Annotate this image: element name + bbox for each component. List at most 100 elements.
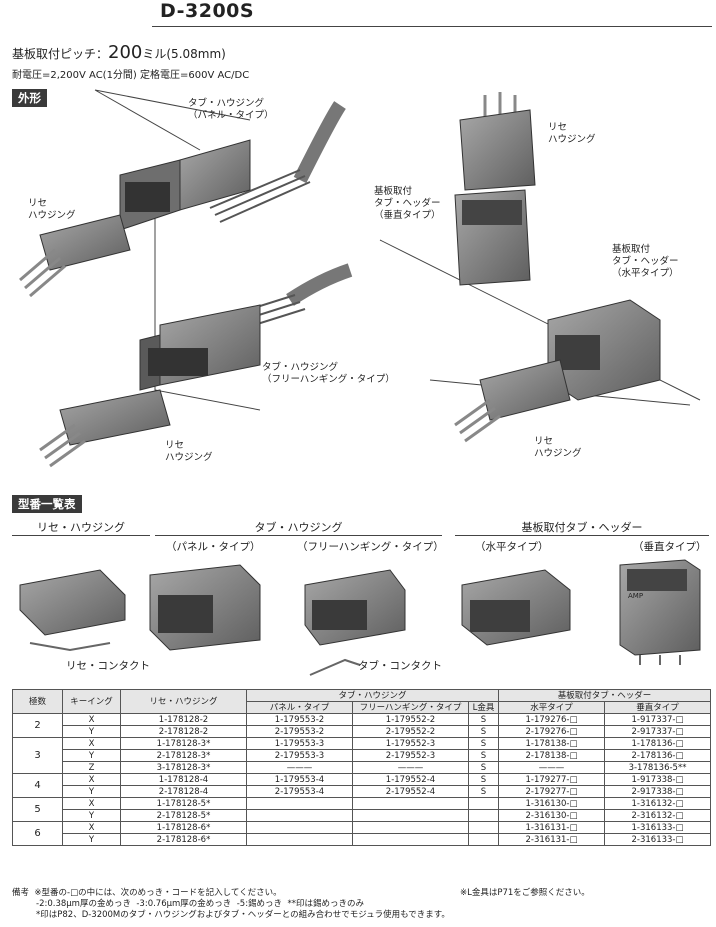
- pitch-value: 200: [108, 42, 143, 63]
- table-cell: 1-179553-4: [246, 773, 353, 786]
- table-cell: ———: [352, 761, 469, 774]
- table-cell: 1-179276-□: [498, 713, 606, 726]
- parts-illustration: [19, 559, 701, 676]
- pitch-prefix: 基板取付ピッチ：: [12, 47, 109, 61]
- receptacle-right-top: [459, 92, 536, 191]
- table-cell: 2-178128-6*: [120, 833, 247, 846]
- table-cell: 2-178138-□: [498, 749, 606, 762]
- cell-poles: 2: [12, 713, 63, 738]
- label-rec-bottom: リセ ハウジング: [165, 440, 213, 463]
- table-cell: Y: [62, 833, 121, 846]
- cell-poles: 6: [12, 821, 63, 846]
- table-cell: 3-178128-3*: [120, 761, 247, 774]
- table-cell: ———: [246, 761, 353, 774]
- parts-rec-housing: [19, 569, 126, 652]
- label-vertical-type: （垂直タイプ）: [633, 541, 707, 553]
- table-cell: X: [62, 797, 121, 810]
- table-cell: 1-316131-□: [498, 821, 606, 834]
- th-keying: キーイング: [62, 689, 121, 714]
- table-cell: S: [467, 737, 500, 750]
- table-cell: 1-178128-2: [120, 713, 247, 726]
- table-cell: 2-178128-4: [120, 785, 247, 798]
- table-cell: [467, 833, 500, 846]
- table-cell: [246, 809, 353, 822]
- tab-housing-panel: [119, 139, 251, 231]
- table-cell: 1-178138-□: [498, 737, 606, 750]
- parts-header-horizontal: [461, 569, 571, 646]
- label-tab-contact: タブ・コンタクト: [358, 660, 442, 672]
- table-cell: X: [62, 737, 121, 750]
- header-rec-housing: リセ・ハウジング: [12, 519, 150, 536]
- table-cell: S: [467, 749, 500, 762]
- table-cell: [246, 821, 353, 834]
- table-cell: Y: [62, 809, 121, 822]
- th-poles: 極数: [12, 689, 63, 714]
- title-rule: [152, 26, 712, 27]
- th-panel: パネル・タイプ: [246, 701, 353, 714]
- cable-top: [209, 101, 346, 223]
- label-free-type: （フリーハンギング・タイプ）: [297, 541, 444, 553]
- tab-housing-free: [139, 304, 261, 391]
- table-cell: X: [62, 821, 121, 834]
- panel-outline: [94, 89, 251, 151]
- note-line-1: 備考 ※型番の-□の中には、次のめっき・コードを記入してください。: [12, 888, 282, 898]
- th-header: 基板取付タブ・ヘッダー: [498, 689, 712, 702]
- table-cell: 1-179553-2: [246, 713, 353, 726]
- table-cell: 1-179553-3: [246, 737, 353, 750]
- table-cell: Y: [62, 749, 121, 762]
- label-rec-left: リセ ハウジング: [28, 198, 76, 221]
- table-cell: 2-179552-2: [352, 725, 469, 738]
- table-cell: 1-179552-3: [352, 737, 469, 750]
- table-cell: [246, 797, 353, 810]
- table-cell: 1-178128-6*: [120, 821, 247, 834]
- table-cell: 2-178128-2: [120, 725, 247, 738]
- table-cell: 2-178128-5*: [120, 809, 247, 822]
- table-cell: 2-179276-□: [498, 725, 606, 738]
- table-cell: 2-316131-□: [498, 833, 606, 846]
- parts-section-label: 型番一覧表: [12, 495, 82, 513]
- label-header-vertical: 基板取付 タブ・ヘッダー （垂直タイプ）: [374, 186, 441, 221]
- table-cell: 1-316130-□: [498, 797, 606, 810]
- table-cell: 2-179552-3: [352, 749, 469, 762]
- parts-table: 極数 キーイング リセ・ハウジング タブ・ハウジング 基板取付タブ・ヘッダー パ…: [12, 689, 712, 846]
- table-cell: [467, 797, 500, 810]
- header-pcb-header: 基板取付タブ・ヘッダー: [455, 519, 709, 536]
- note-line-2: -2:0.38μm厚の金めっき -3:0.76μm厚の金めっき -5:錫めっき …: [36, 899, 364, 909]
- table-cell: 2-179553-2: [246, 725, 353, 738]
- receptacle-right-bottom: [454, 359, 571, 443]
- table-cell: 1-178128-4: [120, 773, 247, 786]
- table-cell: S: [467, 785, 500, 798]
- table-cell: 2-179553-4: [246, 785, 353, 798]
- note-line-1-right: ※L金具はP71をご参照ください。: [460, 888, 590, 898]
- parts-tab-free: [304, 569, 406, 676]
- cell-poles: 4: [12, 773, 63, 798]
- table-cell: S: [467, 725, 500, 738]
- table-cell: S: [467, 713, 500, 726]
- table-cell: 1-316133-□: [604, 821, 712, 834]
- table-cell: 1-917337-□: [604, 713, 712, 726]
- table-cell: ———: [498, 761, 606, 774]
- table-cell: X: [62, 773, 121, 786]
- table-cell: [246, 833, 353, 846]
- voltage-spec: 耐電圧=2,200V AC(1分間) 定格電圧=600V AC/DC: [12, 70, 250, 81]
- page-title: D-3200S: [160, 0, 255, 22]
- table-cell: 1-316132-□: [604, 797, 712, 810]
- th-free: フリーハンギング・タイプ: [352, 701, 469, 714]
- label-panel-type: （パネル・タイプ）: [166, 541, 261, 553]
- table-cell: S: [467, 761, 500, 774]
- th-l: L金具: [467, 701, 500, 714]
- cell-poles: 5: [12, 797, 63, 822]
- table-cell: [467, 809, 500, 822]
- receptacle-bottom: [39, 389, 171, 468]
- table-cell: 2-179552-4: [352, 785, 469, 798]
- th-vert: 垂直タイプ: [604, 701, 712, 714]
- label-rec-contact: リセ・コンタクト: [66, 660, 150, 672]
- table-cell: Y: [62, 785, 121, 798]
